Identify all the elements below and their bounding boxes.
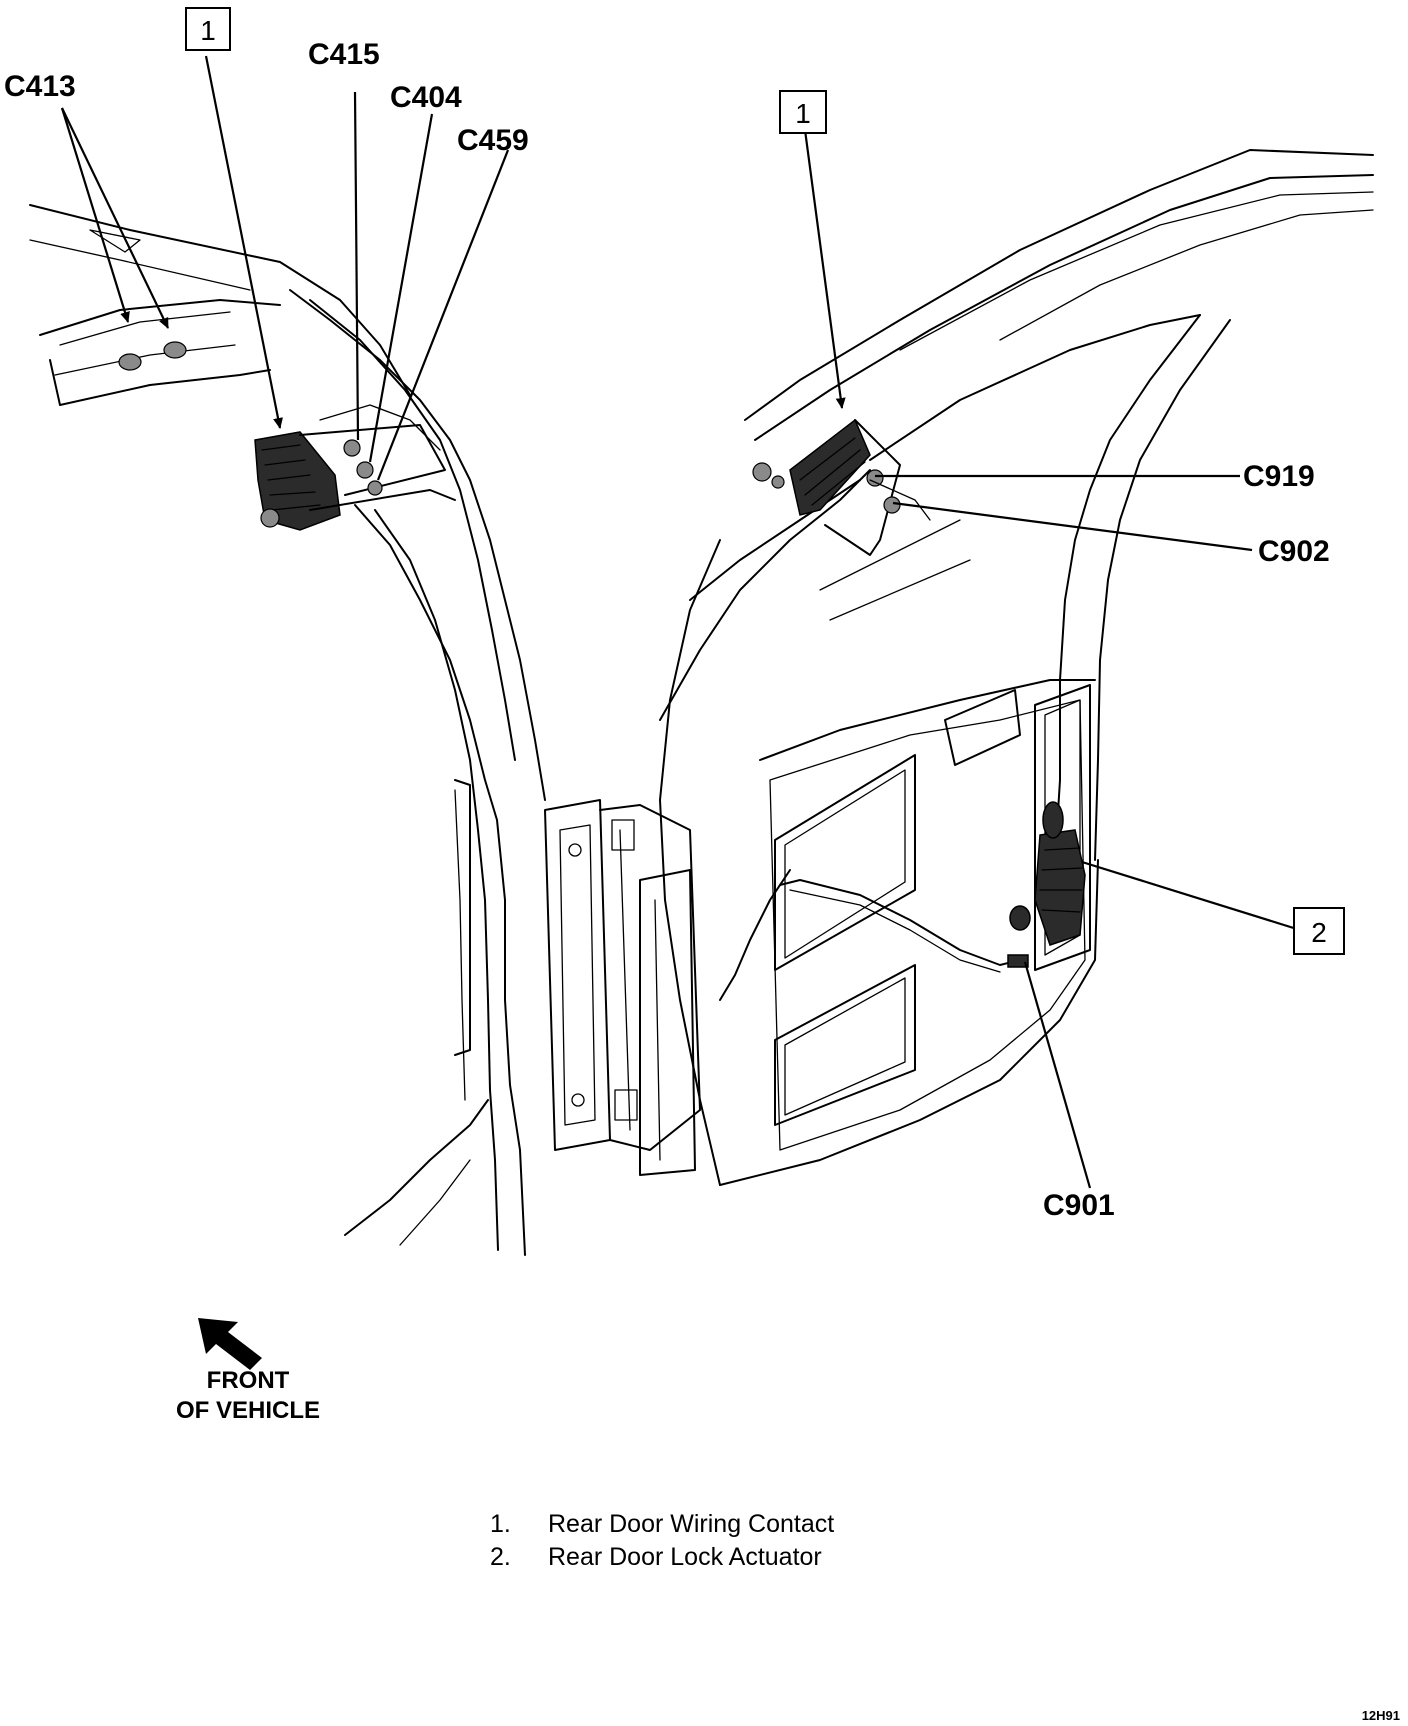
front-arrow-icon xyxy=(198,1318,262,1370)
callout-box-1-left-label: 1 xyxy=(200,15,216,46)
callout-c901: C901 xyxy=(1043,1189,1115,1222)
legend-item-1-text: Rear Door Wiring Contact xyxy=(548,1510,834,1538)
door-hinge xyxy=(544,799,701,1176)
door-frame-pillar xyxy=(289,289,546,1256)
callout-box-2-label: 2 xyxy=(1311,917,1327,948)
callout-box-1-right xyxy=(779,90,827,134)
callout-c919: C919 xyxy=(1243,460,1315,493)
front-of-vehicle-line1: FRONT xyxy=(207,1367,290,1394)
callout-box-1-right-label: 1 xyxy=(795,98,811,129)
rear-door-wiring-contact-right xyxy=(752,418,931,556)
callout-box-2 xyxy=(1293,907,1345,955)
leader-lines xyxy=(60,55,1301,1189)
legend-item-2-number: 2. xyxy=(490,1543,511,1571)
callout-box-1-left xyxy=(185,7,231,51)
rear-door-wiring-contact-left xyxy=(254,404,456,531)
callout-c413: C413 xyxy=(4,70,76,103)
callout-c902: C902 xyxy=(1258,535,1330,568)
legend-item-1-number: 1. xyxy=(490,1510,511,1538)
callout-c404: C404 xyxy=(390,81,462,114)
front-of-vehicle-line2: OF VEHICLE xyxy=(176,1397,320,1424)
legend-item-2-text: Rear Door Lock Actuator xyxy=(548,1543,822,1571)
figure-code: 12H91 xyxy=(1362,1708,1400,1723)
rear-door-lock-actuator xyxy=(1009,801,1086,946)
rear-door xyxy=(659,149,1374,1186)
callout-c459: C459 xyxy=(457,124,529,157)
roof-panel xyxy=(29,204,411,406)
lock-harness xyxy=(719,869,1029,1001)
legend: 1. Rear Door Wiring Contact 2. Rear Door… xyxy=(490,1510,834,1571)
callout-c415: C415 xyxy=(308,38,380,71)
